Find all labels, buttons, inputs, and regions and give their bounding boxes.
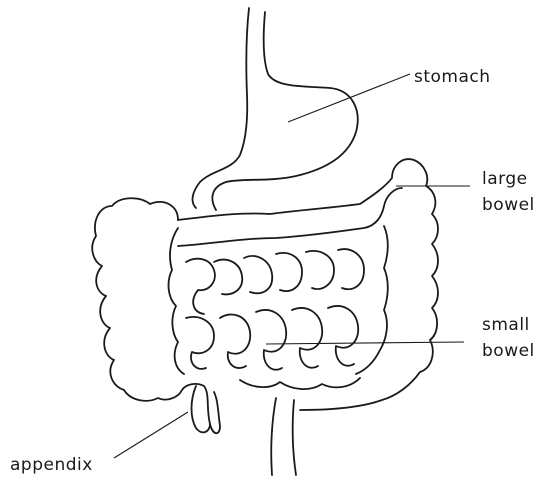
large-bowel-inner-right [356, 226, 388, 374]
small-bowel [186, 249, 364, 389]
stomach-leader [288, 74, 410, 122]
appendix-label: appendix [10, 455, 93, 475]
small-bowel-coil-2 [214, 260, 242, 295]
small-bowel-coil-6 [338, 249, 364, 289]
small-bowel-coil-3 [244, 256, 272, 293]
small-bowel-label-line1: small [482, 315, 530, 335]
small-bowel-coil-10 [292, 308, 322, 368]
small-bowel-leader [266, 342, 464, 344]
small-bowel-coil-5 [306, 251, 334, 289]
stomach-label: stomach [414, 67, 491, 87]
esophagus-right-wall [212, 12, 357, 210]
large-bowel [92, 159, 438, 475]
small-bowel-coil-1 [186, 259, 215, 314]
small-bowel-coil-12 [240, 378, 360, 389]
large-bowel-label-line2: bowel [482, 195, 535, 215]
esophagus-left-wall [193, 8, 249, 208]
small-bowel-coil-11 [328, 306, 358, 366]
large-bowel-label-line1: large [482, 169, 528, 189]
large-bowel-transverse-top [178, 159, 438, 410]
small-bowel-label-line2: bowel [482, 341, 535, 361]
small-bowel-coil-4 [276, 253, 302, 291]
large-bowel-outer [92, 198, 220, 433]
large-bowel-inner-left [169, 228, 184, 374]
small-bowel-coil-9 [256, 310, 286, 370]
appendix-leader [114, 412, 188, 458]
stomach [193, 8, 358, 210]
small-bowel-coil-8 [220, 314, 250, 368]
small-bowel-coil-7 [186, 317, 214, 369]
rectum [271, 398, 296, 475]
